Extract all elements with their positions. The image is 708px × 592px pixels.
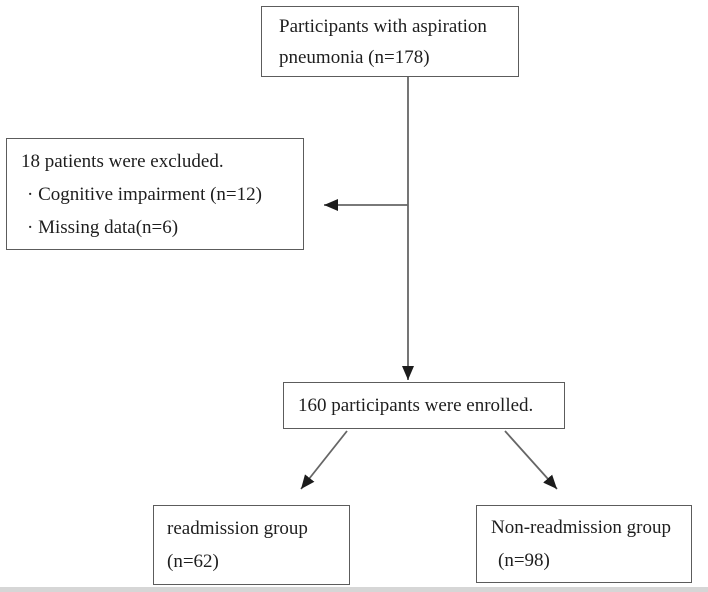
box-participants: Participants with aspiration pneumonia (…: [261, 6, 519, 77]
box-readmission-group: readmission group (n=62): [153, 505, 350, 585]
box-participants-line: Participants with aspiration: [279, 15, 487, 37]
box-excluded-line: 18 patients were excluded.: [21, 150, 224, 172]
box-enrolled-line: 160 participants were enrolled.: [298, 394, 534, 416]
box-excluded-bullet-line: · Missing data(n=6): [27, 216, 179, 238]
arrow-enrolled-to-readmission: [300, 430, 348, 490]
box-non-readmission-group: Non-readmission group (n=98): [476, 505, 692, 583]
box-participants-line: pneumonia (n=178): [279, 46, 430, 68]
box-excluded-bullet-line: · Cognitive impairment (n=12): [27, 183, 262, 205]
arrow-enrolled-to-nonreadmission: [504, 430, 558, 490]
box-excluded: 18 patients were excluded. · Cognitive i…: [6, 138, 304, 250]
box-non-readmission-line: Non-readmission group: [491, 517, 671, 538]
box-non-readmission-line: (n=98): [498, 550, 550, 571]
box-readmission-line: (n=62): [167, 551, 219, 572]
box-readmission-line: readmission group: [167, 518, 308, 539]
box-enrolled: 160 participants were enrolled.: [283, 382, 565, 429]
figure-bottom-edge-strip: [0, 587, 708, 592]
